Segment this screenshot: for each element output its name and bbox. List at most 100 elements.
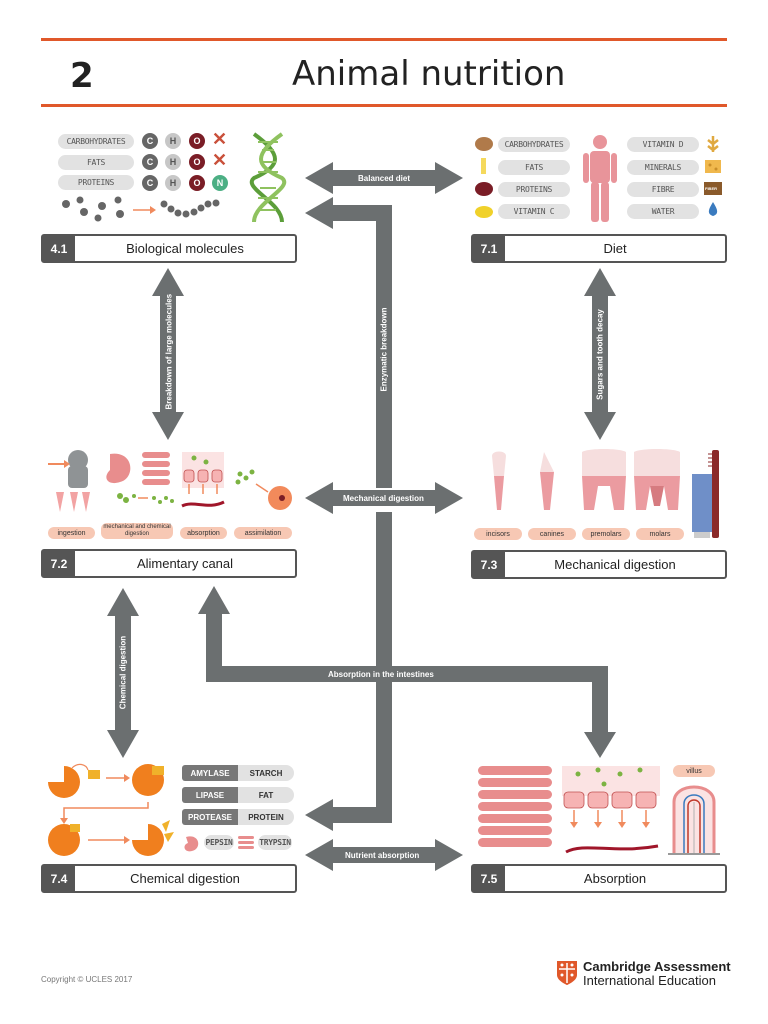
box-label: Absorption [583, 871, 647, 886]
arrow-sugars [584, 268, 616, 440]
head-ingestion-icon [48, 450, 90, 512]
box-biological-molecules[interactable]: 4.1 Biological molecules [41, 234, 297, 263]
box-number: 7.1 [473, 236, 505, 261]
tag-absorption: absorption [180, 527, 227, 539]
water-drop-icon [708, 202, 718, 216]
carbon-circle: C [142, 133, 158, 149]
chapter-title: Animal nutrition [292, 54, 566, 94]
biomol-pill-fats: FATS [58, 155, 134, 170]
stomach-small-icon [184, 836, 199, 852]
substrate-fat: FAT [238, 787, 294, 803]
enzyme-substrate-icon [48, 763, 174, 856]
oxygen-circle: O [189, 133, 205, 149]
arrow-enzymatic-upper [305, 197, 392, 488]
box-absorption[interactable]: 7.5 Absorption [471, 864, 727, 893]
box-mechanical-digestion[interactable]: 7.3 Mechanical digestion [471, 550, 727, 579]
tag-ingestion: ingestion [48, 527, 95, 539]
arrow-breakdown [152, 268, 184, 440]
incisor-icon [492, 451, 506, 510]
arrow-absorption-intestines [198, 586, 616, 758]
fibre-box-text: FIBER [705, 186, 717, 191]
bottom-rule [41, 104, 727, 107]
top-rule [41, 38, 727, 41]
lemon-icon [475, 206, 493, 218]
carbon-circle: C [142, 154, 158, 170]
canine-icon [540, 452, 554, 510]
absorption-illustration [478, 766, 720, 855]
enzyme-amylase: AMYLASE [182, 765, 238, 781]
cheese-icon [705, 160, 721, 173]
label-absorption-intestines: Absorption in the intestines [328, 670, 434, 679]
cross-icon: ✕ [212, 129, 228, 149]
diet-pill-proteins: PROTEINS [498, 182, 570, 197]
diet-pill-water: WATER [627, 204, 699, 219]
carbon-circle: C [142, 175, 158, 191]
arrow-enzymatic-lower [305, 512, 392, 831]
box-label: Diet [603, 241, 627, 256]
biomol-pill-carbohydrates: CARBOHYDRATES [58, 134, 134, 149]
label-balanced-diet: Balanced diet [358, 174, 411, 183]
diet-pill-vitamin-d: VITAMIN D [627, 137, 699, 152]
food-icons-left [475, 137, 493, 218]
box-chemical-digestion[interactable]: 7.4 Chemical digestion [41, 864, 297, 893]
diet-pill-fibre: FIBRE [627, 182, 699, 197]
premolar-icon [582, 449, 626, 510]
stomach-icon [106, 452, 170, 485]
molar-icon [634, 449, 680, 510]
chapter-number: 2 [70, 56, 94, 96]
box-number: 7.4 [43, 866, 75, 891]
villus-diagram-icon [668, 785, 720, 855]
box-label: Mechanical digestion [554, 557, 676, 572]
box-diet[interactable]: 7.1 Diet [471, 234, 727, 263]
enzyme-lipase: LIPASE [182, 787, 238, 803]
biomol-pill-proteins: PROTEINS [58, 175, 134, 190]
tag-incisors: incisors [474, 528, 522, 540]
label-sugars: Sugars and tooth decay [595, 309, 605, 400]
enzyme-protease: PROTEASE [182, 809, 238, 825]
enzyme-illustration [48, 763, 174, 856]
bread-icon [475, 137, 493, 151]
food-particles-icon [117, 493, 174, 504]
tag-mechanical-chemical: mechanical and chemical digestion [101, 523, 173, 539]
protease-pepsin: PEPSIN [204, 835, 234, 850]
toothbrush-icon [708, 450, 719, 538]
logo-line2: International Education [583, 973, 716, 988]
tag-molars: molars [636, 528, 684, 540]
hydrogen-circle: H [165, 175, 181, 191]
molecule-chain-icon [62, 196, 220, 222]
fibre-box-icon [704, 182, 722, 195]
meat-icon [475, 182, 493, 196]
box-label: Biological molecules [126, 241, 244, 256]
alimentary-illustration [48, 450, 292, 512]
logo-line1: Cambridge Assessment [583, 959, 731, 974]
tag-premolars: premolars [582, 528, 630, 540]
diet-pill-fats: FATS [498, 160, 570, 175]
assimilation-cell-icon [235, 469, 292, 510]
villi-absorption-icon [562, 766, 660, 854]
protease-trypsin: TRYPSIN [258, 835, 292, 850]
label-mechanical-digestion: Mechanical digestion [343, 494, 424, 503]
box-number: 7.5 [473, 866, 505, 891]
food-icons-right [704, 136, 722, 216]
label-nutrient-absorption: Nutrient absorption [345, 851, 420, 860]
oxygen-circle: O [189, 154, 205, 170]
arrow-balanced-diet [305, 162, 463, 194]
box-number: 7.2 [43, 551, 75, 576]
hydrogen-circle: H [165, 133, 181, 149]
substrate-protein: PROTEIN [238, 809, 294, 825]
diet-pill-carbohydrates: CARBOHYDRATES [498, 137, 570, 152]
human-body-icon [583, 135, 617, 222]
box-number: 4.1 [43, 236, 75, 261]
small-intestine-icon [478, 766, 552, 847]
cambridge-shield-icon [557, 961, 577, 985]
box-alimentary-canal[interactable]: 7.2 Alimentary canal [41, 549, 297, 578]
oxygen-circle: O [189, 175, 205, 191]
tag-assimilation: assimilation [234, 527, 292, 539]
wheat-icon [707, 136, 719, 152]
label-enzymatic: Enzymatic breakdown [379, 307, 389, 392]
box-label: Chemical digestion [130, 871, 240, 886]
arrow-chemical [107, 588, 139, 758]
copyright-text: Copyright © UCLES 2017 [41, 975, 133, 984]
villus-tag: villus [673, 765, 715, 777]
